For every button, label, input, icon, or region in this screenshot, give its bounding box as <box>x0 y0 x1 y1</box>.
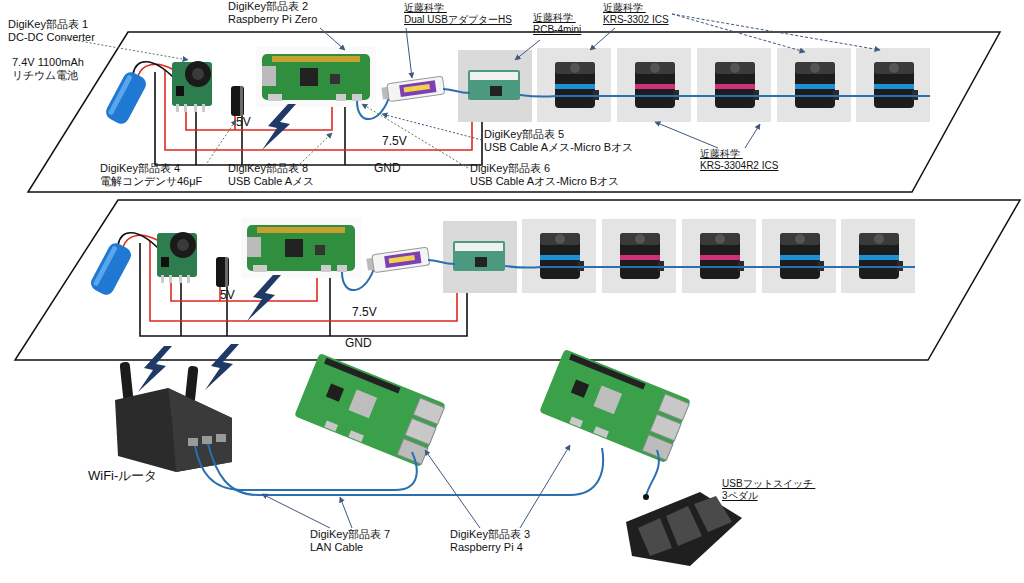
leader-line <box>300 133 332 164</box>
label-line: KRS-3304R2 ICS <box>700 160 778 172</box>
label-line: 3ペダル <box>722 490 815 502</box>
label-line: Raspberry Pi 4 <box>450 541 533 554</box>
wire-label: 5V <box>220 288 235 302</box>
callout-label: DigiKey部品表 5 USB Cable Aメス-Micro Bオス <box>484 128 633 154</box>
robot-assembly <box>88 218 915 336</box>
label-line: USB Cable Aオス-Micro Bオス <box>470 175 619 188</box>
leader-line <box>362 104 468 168</box>
label-line: 近藤科学 <box>533 12 581 24</box>
raspberry-pi-4 <box>294 353 446 467</box>
label-line: DigiKey部品表 1 <box>8 18 95 31</box>
label-line: LAN Cable <box>310 541 393 554</box>
robot-plane <box>15 200 1020 360</box>
router-port <box>188 438 198 446</box>
router-port <box>202 436 212 444</box>
robot-assembly <box>103 47 930 165</box>
leader-line <box>340 497 352 528</box>
label-line: 5V <box>236 115 251 129</box>
label-line: WiFi-ルータ <box>88 468 157 483</box>
leader-line <box>425 450 480 528</box>
leader-lines <box>262 445 570 528</box>
callout-label: 近藤科学 Dual USBアダプターHS <box>404 2 512 26</box>
leader-line <box>262 494 330 528</box>
leader-line <box>406 28 412 78</box>
label-line: RCB-4mini <box>533 24 581 36</box>
label-line: KRS-3302 ICS <box>603 14 669 26</box>
foot-switch <box>626 492 742 566</box>
wifi-router <box>115 362 232 472</box>
leader-line <box>520 445 570 528</box>
foot-switch-base <box>626 492 742 566</box>
wifi-bolt <box>138 346 172 392</box>
label-line: USB Cable Aメス <box>228 175 314 188</box>
wire-label: 7.5V <box>352 305 377 319</box>
leader-line <box>745 124 760 148</box>
callout-label: USBフットスイッチ 3ペダル <box>722 478 815 502</box>
leader-lines <box>62 14 880 168</box>
battery-label: 7.4V 1100mAh リチウム電池 <box>12 56 87 82</box>
label-line: 近藤科学 <box>700 148 778 160</box>
leader-line <box>672 14 805 52</box>
wifi-bolt <box>205 344 239 390</box>
wire-label: GND <box>374 161 401 175</box>
leader-line <box>590 28 615 50</box>
label-line: 5V <box>220 288 235 302</box>
callout-label: DigiKey部品表 3 Raspberry Pi 4 <box>450 528 533 554</box>
label-line: GND <box>374 161 401 175</box>
callout-label: DigiKey部品表 7 LAN Cable <box>310 528 393 554</box>
label-line: GND <box>345 336 372 350</box>
wire-label: 7.5V <box>382 134 407 148</box>
label-line: DigiKey部品表 4 <box>100 162 202 175</box>
label-line: 7.5V <box>382 134 407 148</box>
lan-cable <box>208 444 603 495</box>
router-body <box>115 388 232 472</box>
leader-line <box>205 120 236 166</box>
leader-line <box>515 40 540 60</box>
label-line: 7.4V 1100mAh <box>12 56 87 69</box>
label-line: DigiKey部品表 3 <box>450 528 533 541</box>
device-label: WiFi-ルータ <box>88 468 157 483</box>
label-line: 7.5V <box>352 305 377 319</box>
callout-label: 近藤科学 KRS-3302 ICS <box>603 2 669 26</box>
callout-label: 近藤科学 RCB-4mini <box>533 12 581 36</box>
label-line: Raspberry Pi Zero <box>228 13 317 26</box>
router-front <box>168 388 232 472</box>
wire-label: 5V <box>236 115 251 129</box>
label-line: リチウム電池 <box>12 69 87 82</box>
leader-line <box>320 28 345 50</box>
usb-cable <box>646 450 659 496</box>
leader-line <box>672 14 880 50</box>
foot-switch-pedal <box>666 506 702 546</box>
callout-label: DigiKey部品表 4 電解コンデンサ46μF <box>100 162 202 188</box>
foot-switch-pedal <box>638 518 672 556</box>
label-line: 近藤科学 <box>603 2 669 14</box>
foot-switch-pedal <box>694 496 732 532</box>
leader-line <box>655 122 718 148</box>
label-line: USBフットスイッチ <box>722 478 815 490</box>
raspberry-pi-4 <box>539 349 691 463</box>
label-line: USB Cable Aメス-Micro Bオス <box>484 141 633 154</box>
label-line: 近藤科学 <box>404 2 512 14</box>
callout-label: 近藤科学 KRS-3304R2 ICS <box>700 148 778 172</box>
robot-plane <box>28 32 1000 192</box>
foot-switch-plug <box>643 494 649 500</box>
wire-label: GND <box>345 336 372 350</box>
label-line: DigiKey部品表 7 <box>310 528 393 541</box>
label-line: DigiKey部品表 6 <box>470 162 619 175</box>
label-line: 電解コンデンサ46μF <box>100 175 202 188</box>
callout-label: DigiKey部品表 6 USB Cable Aオス-Micro Bオス <box>470 162 619 188</box>
callout-label: DigiKey部品表 8 USB Cable Aメス <box>228 162 314 188</box>
label-line: Dual USBアダプターHS <box>404 14 512 26</box>
label-line: DigiKey部品表 2 <box>228 0 317 13</box>
callout-label: DigiKey部品表 1 DC-DC Converter <box>8 18 95 44</box>
callout-label: DigiKey部品表 2 Raspberry Pi Zero <box>228 0 317 26</box>
router-port <box>216 434 226 442</box>
label-line: DigiKey部品表 5 <box>484 128 633 141</box>
label-line: DigiKey部品表 8 <box>228 162 314 175</box>
label-line: DC-DC Converter <box>8 31 95 44</box>
